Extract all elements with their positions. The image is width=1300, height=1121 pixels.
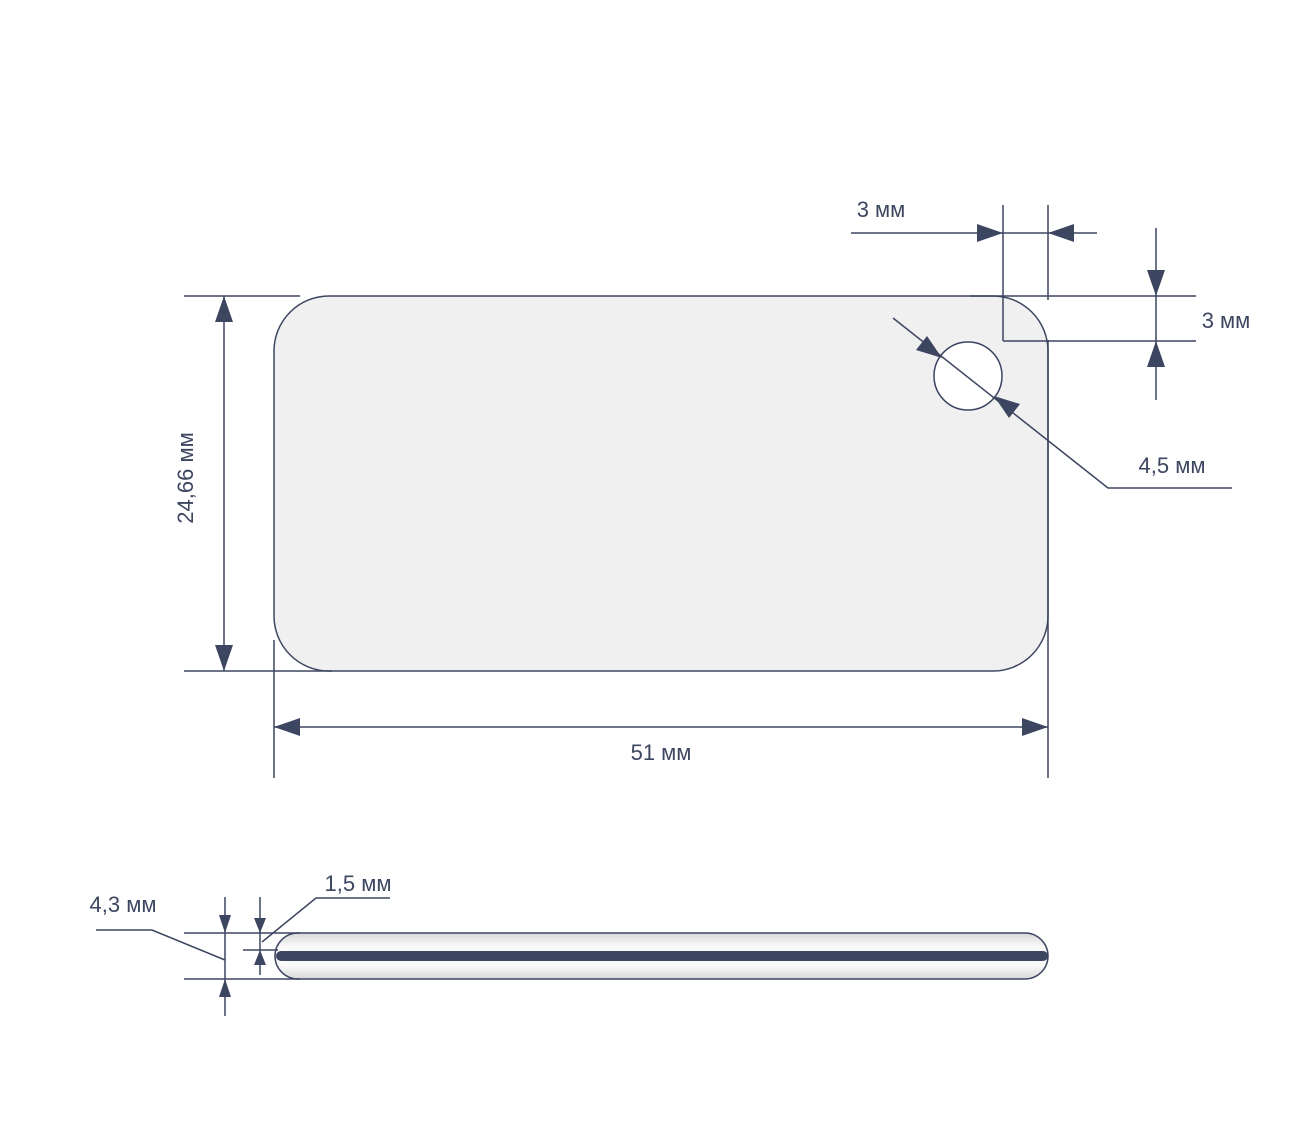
hole-diameter-dimension: 4,5 мм	[892, 317, 1232, 489]
hole-offset-y-dimension: 3 мм	[970, 228, 1250, 400]
plate-side-view	[274, 932, 1049, 980]
band-label: 1,5 мм	[325, 871, 392, 896]
hole-offset-x-dimension: 3 мм	[851, 197, 1097, 341]
width-label: 51 мм	[631, 740, 692, 765]
plate-top-view	[273, 295, 1049, 672]
thickness-label: 4,3 мм	[90, 892, 157, 917]
hole-diameter-label: 4,5 мм	[1139, 453, 1206, 478]
height-dimension: 24,66 мм	[173, 295, 332, 672]
band-dimension: 1,5 мм	[243, 871, 391, 975]
hole-offset-x-label: 3 мм	[857, 197, 906, 222]
hole-offset-y-label: 3 мм	[1202, 308, 1251, 333]
mounting-hole	[933, 341, 1003, 411]
inner-band	[276, 951, 1048, 961]
height-label: 24,66 мм	[173, 432, 198, 523]
width-dimension: 51 мм	[273, 340, 1049, 778]
thickness-dimension: 4,3 мм	[90, 892, 300, 1016]
